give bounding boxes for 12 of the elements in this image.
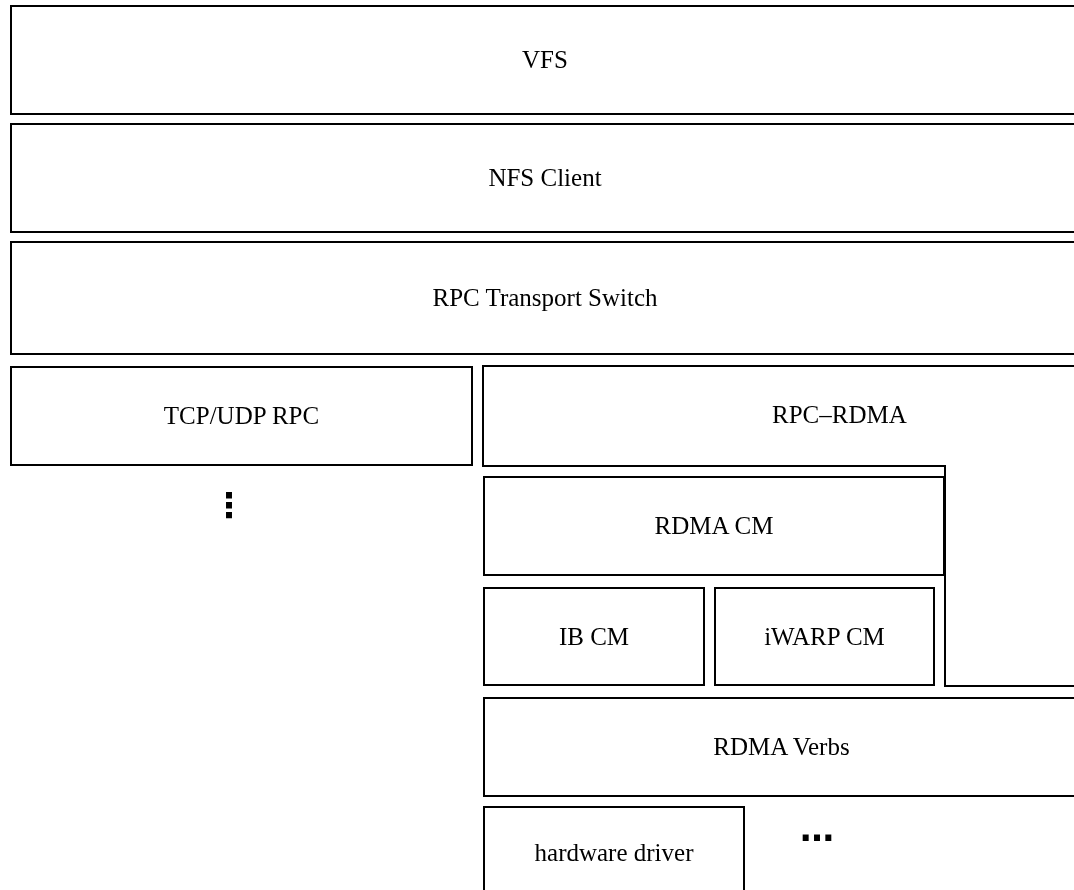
layer-box: hardware driver bbox=[483, 806, 745, 890]
layer-box: RDMA CM bbox=[483, 476, 945, 576]
ellipsis: … bbox=[800, 812, 834, 846]
vertical-ellipsis: ⋮ bbox=[212, 488, 246, 522]
layer-box: RDMA Verbs bbox=[483, 697, 1074, 797]
layer-box: IB CM bbox=[483, 587, 705, 686]
layer-box: iWARP CM bbox=[714, 587, 935, 686]
layer-box: RPC Transport Switch bbox=[10, 241, 1074, 355]
layer-box: NFS Client bbox=[10, 123, 1074, 233]
layer-label: RPC–RDMA bbox=[772, 401, 907, 429]
layer-box: VFS bbox=[10, 5, 1074, 115]
layer-box: TCP/UDP RPC bbox=[10, 366, 473, 466]
